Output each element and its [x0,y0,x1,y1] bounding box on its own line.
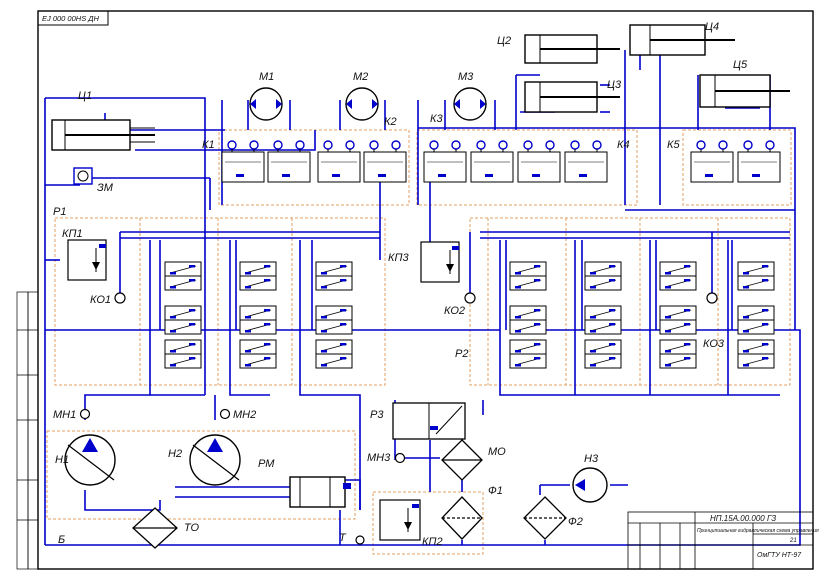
label-c4: Ц4 [705,21,719,33]
label-mo: МО [488,446,506,458]
label-m1: М1 [259,71,274,83]
title-name: Принципиальная гидравлическая схема упра… [697,528,819,534]
hydrolock-zm [73,167,93,185]
gauge-mn3 [394,452,406,464]
label-ko3: КО3 [703,338,725,350]
filter-f1 [441,496,483,540]
distributor-p1 [164,261,353,369]
drawing-frame [37,10,814,570]
label-f1: Ф1 [488,485,503,497]
label-p1: Р1 [53,206,66,218]
title-block [627,511,814,570]
label-mn3: МН3 [367,452,391,464]
label-m2: М2 [353,71,368,83]
label-ko2: КО2 [444,305,465,317]
oil-cooler-mo [441,439,483,481]
label-n3: Н3 [584,453,599,465]
motor-m2 [345,87,379,121]
label-c3: Ц3 [607,79,622,91]
pump-n1 [64,434,116,486]
heat-exchanger-to [132,507,178,549]
pump-n2 [189,434,241,486]
component-labels: Ц1 Ц2 Ц3 Ц4 Ц5 М1 М2 М3 К1 К2 К3 К4 К5 Р… [53,21,748,548]
distributor-p3 [392,402,466,440]
check-valve-ko2 [464,292,476,304]
top-code-box: ЕЈ 000 00НЅ ДН [37,10,109,26]
label-p3: Р3 [370,409,384,421]
title-sheet: 21 [789,538,797,544]
label-c2: Ц2 [497,35,511,47]
label-k3: К3 [430,113,443,125]
label-kp3: КП3 [388,252,409,264]
relief-valve-kp1 [67,239,107,281]
label-p2: Р2 [455,348,468,360]
label-tank: Б [58,534,65,546]
motor-m3 [453,87,487,121]
cylinder-c5 [699,74,790,108]
title-designation: НП.15А.00.000 ГЗ [710,514,776,523]
pump-n3 [572,467,608,503]
cylinder-c1 [51,119,155,151]
cylinder-c4 [629,24,735,56]
relief-valve-kp3 [420,241,460,283]
label-n1: Н1 [55,454,69,466]
drawing-code: ЕЈ 000 00НЅ ДН [42,14,100,23]
label-k2: К2 [384,116,397,128]
label-to: ТО [184,522,199,534]
label-f2: Ф2 [568,516,583,528]
label-c1: Ц1 [78,90,92,102]
left-margin-strip [16,291,39,570]
label-ko1: КО1 [90,294,111,306]
label-m3: М3 [458,71,474,83]
relief-valve-kp2 [379,499,421,541]
check-valve-ko3 [706,292,718,304]
label-mn2: МН2 [233,409,256,421]
label-k5: К5 [667,139,680,151]
assembly-outlines [46,129,792,555]
gauge-mn2 [219,408,231,420]
cylinder-c2 [524,34,620,64]
title-org: ОмГТУ НТ-97 [757,552,802,559]
label-tank-port: Т [339,532,347,544]
label-n2: Н2 [168,448,182,460]
tank-port-t [355,535,365,545]
check-valve-ko1 [114,292,126,304]
motor-m1 [249,87,283,121]
label-k1: К1 [202,139,215,151]
gearbox-rm [289,476,351,508]
label-mn1: МН1 [53,409,76,421]
label-k4: К4 [617,139,630,151]
label-c5: Ц5 [733,59,748,71]
cylinder-c3 [524,81,620,113]
label-kp1: КП1 [62,228,83,240]
gauge-mn1 [79,408,91,420]
label-rm: РМ [258,458,275,470]
label-zm: ЗМ [97,182,114,194]
filter-f2 [523,496,567,540]
label-kp2: КП2 [422,536,443,548]
